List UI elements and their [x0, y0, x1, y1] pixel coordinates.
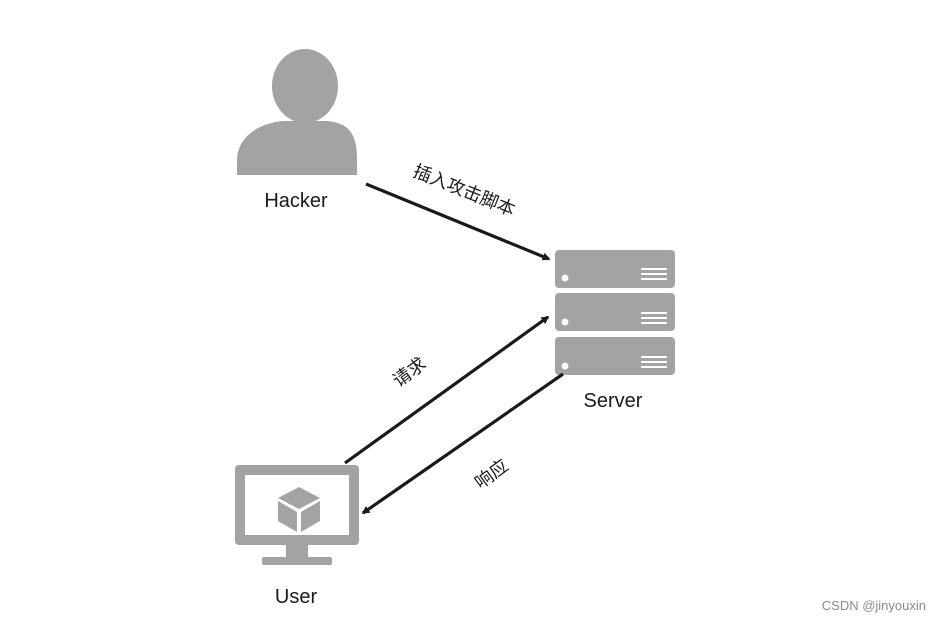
edge-inject-label: 插入攻击脚本	[410, 161, 518, 221]
edge-request-label: 请求	[389, 353, 430, 391]
monitor-icon	[235, 465, 359, 565]
user-label: User	[275, 586, 318, 608]
server-rack-icon	[555, 250, 675, 375]
watermark-text: CSDN @jinyouxin	[822, 598, 926, 613]
edge-response: 响应	[361, 372, 564, 515]
edge-inject: 插入攻击脚本	[365, 161, 551, 261]
edge-request-line	[344, 315, 550, 465]
server-node: Server	[555, 250, 675, 412]
edge-response-line	[361, 372, 564, 515]
hacker-node: Hacker	[237, 49, 357, 212]
user-node: User	[235, 465, 359, 608]
server-label: Server	[584, 390, 643, 412]
edge-response-label: 响应	[471, 455, 512, 493]
cube-icon	[278, 487, 320, 532]
person-icon	[237, 49, 357, 175]
edge-request: 请求	[344, 315, 550, 465]
edge-inject-line	[365, 182, 551, 261]
hacker-label: Hacker	[264, 190, 328, 212]
